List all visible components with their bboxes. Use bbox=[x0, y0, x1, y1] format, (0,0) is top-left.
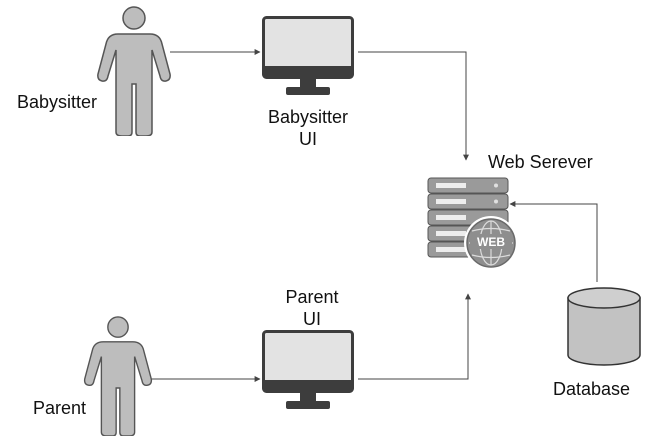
edge-database-to-server bbox=[509, 201, 598, 282]
database-label: Database bbox=[553, 379, 631, 399]
parent-ui-label-line1: Parent bbox=[285, 287, 339, 307]
parent-person-icon bbox=[83, 316, 153, 436]
parent-ui-monitor-icon bbox=[262, 330, 354, 411]
edge-parent-ui-to-server bbox=[358, 293, 471, 380]
web-server-icon bbox=[427, 177, 518, 270]
parent-ui-label-line2: UI bbox=[303, 309, 321, 329]
edge-babysitter-ui-to-server bbox=[358, 51, 469, 161]
babysitter-label: Babysitter bbox=[17, 92, 98, 112]
parent-label: Parent bbox=[33, 398, 87, 418]
database-icon bbox=[567, 287, 641, 366]
web-server-label: Web Serever bbox=[488, 152, 593, 172]
babysitter-ui-label-line2: UI bbox=[299, 129, 317, 149]
babysitter-ui-label-line1: Babysitter bbox=[267, 107, 349, 127]
babysitter-person-icon bbox=[97, 6, 171, 136]
web-server-badge: WEB bbox=[477, 235, 505, 249]
babysitter-ui-monitor-icon bbox=[262, 16, 354, 97]
parent-ui-label: Parent UI bbox=[252, 286, 372, 330]
babysitter-ui-label: Babysitter UI bbox=[248, 106, 368, 150]
